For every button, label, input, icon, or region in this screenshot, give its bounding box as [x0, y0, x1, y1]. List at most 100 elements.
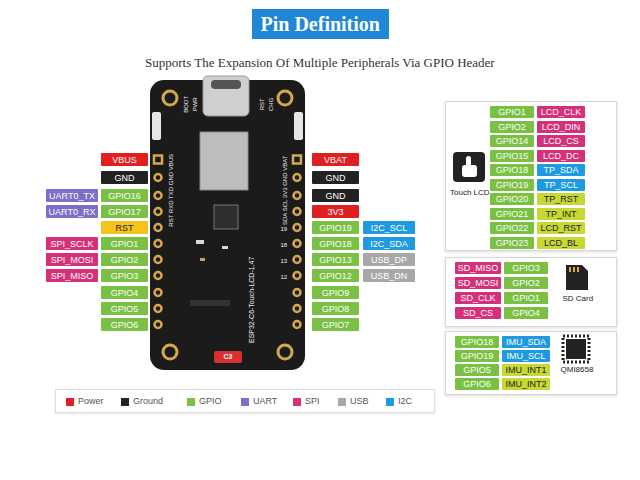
usb-c-connector — [203, 76, 249, 116]
pin-label: GPIO6 — [101, 318, 148, 331]
antenna — [190, 300, 230, 306]
legend-text: UART — [253, 396, 277, 407]
pin-label: GND — [101, 171, 148, 184]
subtitle: Supports The Expansion Of Multiple Perip… — [145, 56, 495, 70]
pin-label: GPIO5 — [101, 302, 148, 315]
pin-label: GPIO18 — [312, 237, 359, 250]
legend-item: Ground — [121, 396, 163, 407]
pin-name: SD_MISO — [458, 262, 499, 274]
pin-label: SD_CLK — [455, 292, 501, 304]
pin-name: GPIO15 — [496, 150, 529, 162]
pin-name: TP_RST — [544, 193, 579, 205]
pin-label: USB_DN — [363, 269, 415, 282]
header-pin — [155, 240, 162, 247]
pin-label: TP_RST — [537, 193, 585, 205]
pin-label: GPIO3 — [504, 262, 548, 274]
pin-name: GPIO5 — [111, 303, 139, 315]
header-pin — [294, 174, 301, 181]
usb-c-opening — [211, 80, 241, 89]
header-pin — [154, 156, 162, 164]
header-pin — [155, 256, 162, 263]
panel-caption: QMI8658 — [561, 365, 594, 375]
pin-label: TP_SDA — [537, 164, 585, 176]
pin-name: GPIO6 — [111, 319, 139, 331]
pin-name: GPIO20 — [496, 193, 529, 205]
panel-caption: SD Card — [563, 294, 594, 304]
pin-name: GPIO16 — [108, 190, 141, 202]
pin-name: IMU_SCL — [506, 350, 545, 362]
pin-label: VBAT — [312, 153, 359, 166]
pin-name: RST — [116, 222, 134, 234]
pin-label: GPIO19 — [455, 350, 499, 362]
pin-name: USB_DN — [371, 270, 408, 282]
pin-label: GPIO3 — [101, 269, 148, 282]
pin-name: SPI_SCLK — [50, 238, 93, 250]
pin-label: GPIO1 — [490, 106, 534, 118]
silkscreen-pin-names: SDA SCL 3V3 GND VBAT — [282, 155, 289, 224]
header-pin — [155, 208, 162, 215]
pin-name: GPIO18 — [319, 238, 352, 250]
legend-item: I2C — [386, 396, 412, 407]
header-pin — [294, 240, 301, 247]
pin-name: TP_SCL — [544, 179, 578, 191]
c3-tag — [214, 351, 242, 363]
header-pin — [155, 224, 162, 231]
silkscreen-text: BOOT — [183, 95, 190, 112]
pin-name: IMU_SDA — [506, 336, 546, 348]
pin-label: LCD_DIN — [537, 121, 585, 133]
pin-name: GPIO14 — [496, 135, 529, 147]
pin-label: VBUS — [101, 153, 148, 166]
pin-name: GND — [326, 172, 346, 184]
pin-name: GPIO21 — [496, 208, 529, 220]
pin-label: RST — [101, 221, 148, 234]
pin-label: USB_DP — [363, 253, 415, 266]
header-pins — [154, 156, 301, 329]
pin-label: GPIO18 — [490, 164, 534, 176]
header-pin — [294, 256, 301, 263]
mounting-hole — [163, 345, 177, 359]
pin-name: IMU_INT1 — [505, 364, 546, 376]
pin-label: IMU_INT2 — [502, 378, 550, 390]
legend-item: USB — [338, 396, 369, 407]
touch-icon — [453, 152, 485, 182]
board-name: ESP32-C6-Touch-LCD-1.47 — [248, 257, 256, 343]
pin-label: UART0_TX — [46, 189, 98, 202]
pin-name: GPIO4 — [111, 287, 139, 299]
silkscreen-pin-number: 13 — [281, 258, 288, 265]
pin-label: GPIO9 — [312, 286, 359, 299]
pin-label: GPIO2 — [504, 277, 548, 289]
legend-text: GPIO — [199, 396, 222, 407]
pin-name: GPIO1 — [512, 292, 540, 304]
pin-name: GPIO9 — [322, 287, 350, 299]
legend-item: GPIO — [187, 396, 222, 407]
pin-label: GPIO2 — [101, 253, 148, 266]
imu-chip-pins — [563, 336, 589, 362]
header-pin — [294, 272, 301, 279]
smd-part — [200, 258, 205, 261]
pin-label: GPIO19 — [312, 221, 359, 234]
pin-name: UART0_RX — [49, 206, 96, 218]
pin-name: TP_INT — [545, 208, 576, 220]
pin-label: GPIO12 — [312, 269, 359, 282]
pin-label: GPIO18 — [455, 336, 499, 348]
pin-name: GND — [326, 190, 346, 202]
pin-label: TP_SCL — [537, 179, 585, 191]
header-pin — [293, 156, 301, 164]
pin-label: I2C_SCL — [363, 221, 415, 234]
pin-label: SD_CS — [455, 307, 501, 319]
mounting-hole — [278, 91, 292, 105]
pin-name: GPIO18 — [461, 336, 494, 348]
legend-text: Power — [78, 396, 104, 407]
header-pin — [294, 192, 301, 199]
pin-label: LCD_RST — [537, 222, 585, 234]
pin-label: GPIO2 — [490, 121, 534, 133]
pin-label: GPIO19 — [490, 179, 534, 191]
pin-name: GPIO18 — [496, 164, 529, 176]
pin-label: GPIO22 — [490, 222, 534, 234]
pin-name: GPIO2 — [498, 121, 526, 133]
silkscreen-pin-number: 18 — [281, 242, 288, 249]
pin-name: LCD_RST — [540, 222, 581, 234]
pin-label: IMU_INT1 — [502, 364, 550, 376]
panel-caption: Touch LCD — [450, 188, 490, 198]
legend-text: USB — [350, 396, 369, 407]
